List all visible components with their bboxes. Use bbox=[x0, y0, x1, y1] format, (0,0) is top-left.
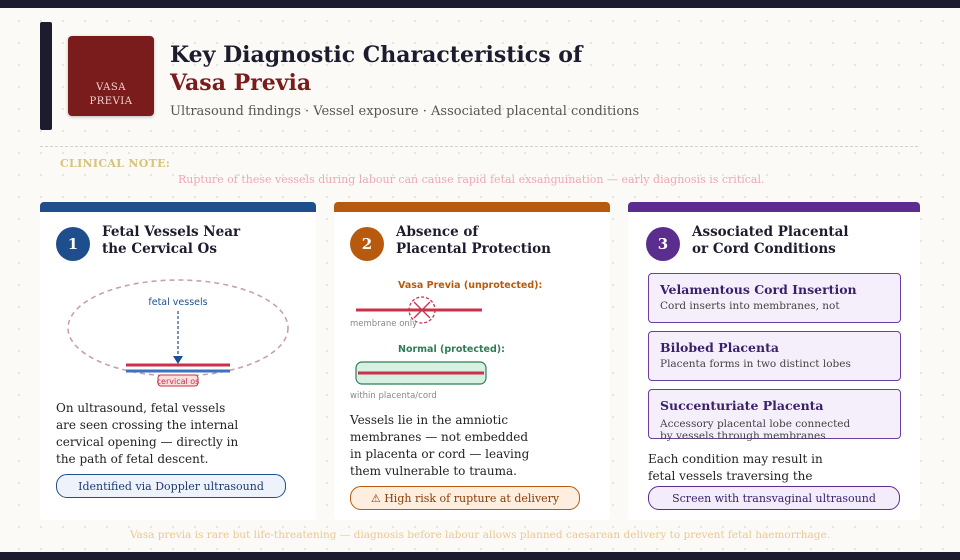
card-placental-protection bbox=[334, 202, 610, 520]
condition-description: Placenta forms in two distinct lobes bbox=[660, 358, 851, 371]
unprotected-label: Vasa Previa (unprotected): bbox=[398, 280, 542, 291]
card-3-line: Each condition may result in bbox=[648, 452, 823, 466]
condition-desc-line: Cord inserts into membranes, not bbox=[660, 300, 840, 312]
condition-bilobed: Bilobed Placenta Placenta forms in two d… bbox=[648, 331, 901, 381]
condition-desc-line: Accessory placental lobe connected bbox=[660, 418, 851, 430]
fetal-vessels-label: fetal vessels bbox=[148, 297, 207, 308]
cervical-os-box bbox=[157, 374, 199, 387]
page-subtitle: Ultrasound findings · Vessel exposure · … bbox=[170, 104, 640, 119]
card-2-title-line-1: Absence of bbox=[396, 224, 479, 240]
card-2-title-line-2: Placental Protection bbox=[396, 241, 551, 257]
clinical-note-label: CLINICAL NOTE: bbox=[60, 157, 171, 170]
card-3-title-line-1: Associated Placental bbox=[692, 224, 849, 240]
card-3-band bbox=[628, 202, 920, 212]
condition-description: Cord inserts into membranes, not bbox=[660, 300, 840, 313]
footer-note: Vasa previa is rare but life-threatening… bbox=[129, 529, 831, 541]
card-1-title-line-1: Fetal Vessels Near bbox=[102, 224, 241, 240]
header-divider bbox=[40, 146, 918, 147]
card-2-band bbox=[334, 202, 610, 212]
vasa-previa-logo: VASA PREVIA bbox=[68, 36, 154, 116]
card-1-line: are seen crossing the internal bbox=[56, 418, 239, 432]
card-2-description: Vessels lie in the amniotic membranes — … bbox=[350, 412, 529, 480]
condition-title: Succenturiate Placenta bbox=[660, 398, 824, 413]
logo-line-1: VASA bbox=[96, 82, 126, 93]
condition-title: Bilobed Placenta bbox=[660, 340, 779, 355]
card-1-line: the path of fetal descent. bbox=[56, 452, 209, 466]
pointer-arrow-icon bbox=[173, 356, 183, 364]
condition-description: Accessory placental lobe connected by ve… bbox=[660, 418, 850, 442]
protected-caption: within placenta/cord bbox=[350, 391, 437, 401]
card-2-line: membranes — not embedded bbox=[350, 430, 529, 444]
cervical-os-diagram: fetal vessels cervical os bbox=[67, 279, 289, 387]
rupture-circle bbox=[408, 296, 436, 324]
clinical-note-text: Rupture of these vessels during labour c… bbox=[178, 173, 765, 186]
bottom-bar bbox=[0, 552, 960, 560]
condition-velamentous: Velamentous Cord Insertion Cord inserts … bbox=[648, 273, 901, 323]
card-1-description: On ultrasound, fetal vessels are seen cr… bbox=[56, 400, 238, 468]
condition-desc-line: by vessels through membranes bbox=[660, 430, 826, 442]
card-3-description: Each condition may result in fetal vesse… bbox=[648, 451, 823, 485]
condition-succenturiate: Succenturiate Placenta Accessory placent… bbox=[648, 389, 901, 442]
card-2-number: 2 bbox=[350, 227, 384, 261]
doppler-pill: Identified via Doppler ultrasound bbox=[56, 474, 286, 498]
card-3-line: fetal vessels traversing the bbox=[648, 469, 813, 483]
page-title-line-1: Key Diagnostic Characteristics of bbox=[170, 42, 583, 68]
card-1-line: On ultrasound, fetal vessels bbox=[56, 401, 226, 415]
card-1-title-line-2: the Cervical Os bbox=[102, 241, 217, 257]
rupture-x-icon bbox=[413, 301, 431, 319]
transvaginal-pill: Screen with transvaginal ultrasound bbox=[648, 486, 900, 510]
card-1-line: cervical opening — directly in bbox=[56, 435, 239, 449]
card-3-number: 3 bbox=[646, 227, 680, 261]
cervical-os-label: cervical os bbox=[157, 377, 200, 386]
top-bar bbox=[0, 0, 960, 8]
protected-label: Normal (protected): bbox=[398, 344, 505, 355]
condition-title: Velamentous Cord Insertion bbox=[660, 282, 857, 297]
card-2-line: in placenta or cord — leaving bbox=[350, 447, 530, 461]
card-1-band bbox=[40, 202, 316, 212]
card-2-line: them vulnerable to trauma. bbox=[350, 464, 517, 478]
page-title-line-2: Vasa Previa bbox=[170, 70, 312, 96]
logo-line-2: PREVIA bbox=[89, 96, 133, 107]
card-3-title-line-2: or Cord Conditions bbox=[692, 241, 836, 257]
protection-comparison-diagram: Vasa Previa (unprotected): membrane only… bbox=[350, 280, 542, 401]
card-2-line: Vessels lie in the amniotic bbox=[350, 413, 509, 427]
card-1-number: 1 bbox=[56, 227, 90, 261]
header-accent-bar bbox=[40, 22, 52, 130]
unprotected-caption: membrane only bbox=[350, 319, 417, 329]
condition-desc-line: Placenta forms in two distinct lobes bbox=[660, 358, 851, 370]
rupture-risk-pill: ⚠ High risk of rupture at delivery bbox=[350, 486, 580, 510]
